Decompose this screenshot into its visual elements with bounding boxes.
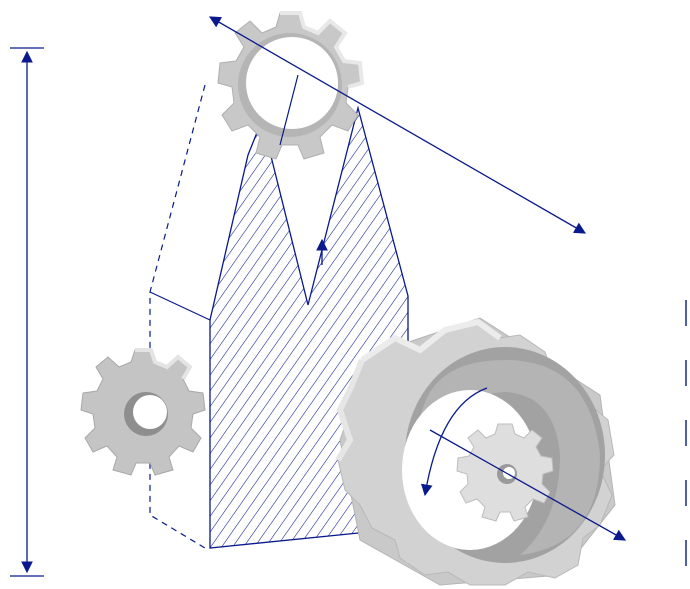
top-gear-icon [217,11,365,160]
lower-axis-arrow [429,429,627,541]
left-dimension-arrow [10,47,44,577]
upper-axis-arrow [208,16,587,234]
curved-arrow-icon [420,387,488,497]
left-gear-icon [80,348,206,476]
dashed-body-outline [149,84,211,549]
